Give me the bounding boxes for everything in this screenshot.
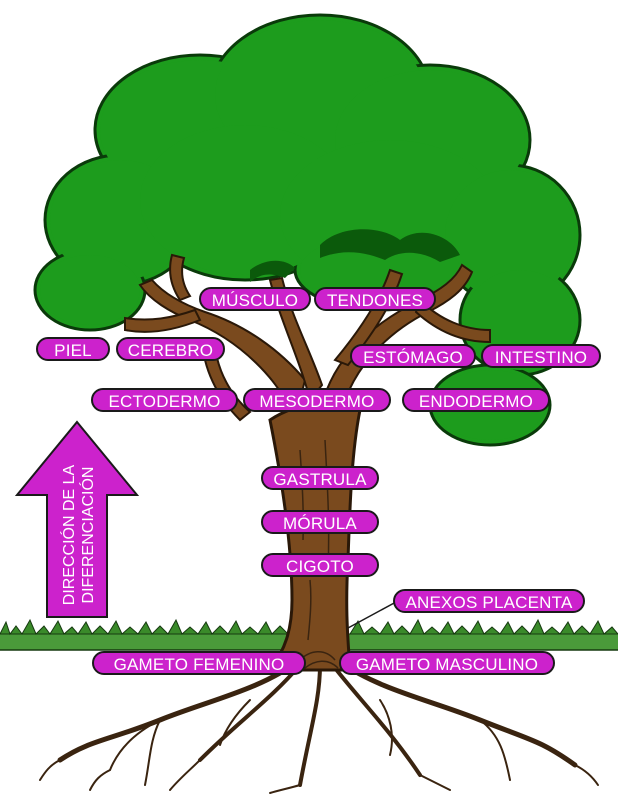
label-piel: PIEL (36, 337, 110, 361)
label-morula: MÓRULA (261, 510, 379, 534)
arrow-caption-line1: DIRECCIÓN DE LA (61, 464, 78, 606)
label-musculo: MÚSCULO (199, 287, 311, 311)
arrow-caption: DIRECCIÓN DE LA DIFERENCIACIÓN (49, 455, 109, 615)
label-endodermo: ENDODERMO (402, 388, 550, 412)
label-cerebro: CEREBRO (116, 337, 225, 361)
arrow-caption-text: DIRECCIÓN DE LA DIFERENCIACIÓN (60, 465, 98, 605)
label-intestino: INTESTINO (481, 344, 601, 368)
arrow-caption-line2: DIFERENCIACIÓN (80, 466, 97, 604)
label-anexos-placenta: ANEXOS PLACENTA (393, 589, 585, 613)
label-gastrula: GASTRULA (261, 466, 379, 490)
canopy-shadows (250, 229, 460, 282)
label-ectodermo: ECTODERMO (91, 388, 238, 412)
label-tendones: TENDONES (314, 287, 436, 311)
label-estomago: ESTÓMAGO (350, 344, 476, 368)
label-cigoto: CIGOTO (261, 553, 379, 577)
label-gameto-femenino: GAMETO FEMENINO (92, 651, 306, 675)
roots (39, 657, 599, 794)
label-gameto-masculino: GAMETO MASCULINO (339, 651, 555, 675)
anexos-leader-line (347, 601, 397, 629)
up-arrow-icon (14, 420, 140, 618)
label-mesodermo: MESODERMO (243, 388, 391, 412)
